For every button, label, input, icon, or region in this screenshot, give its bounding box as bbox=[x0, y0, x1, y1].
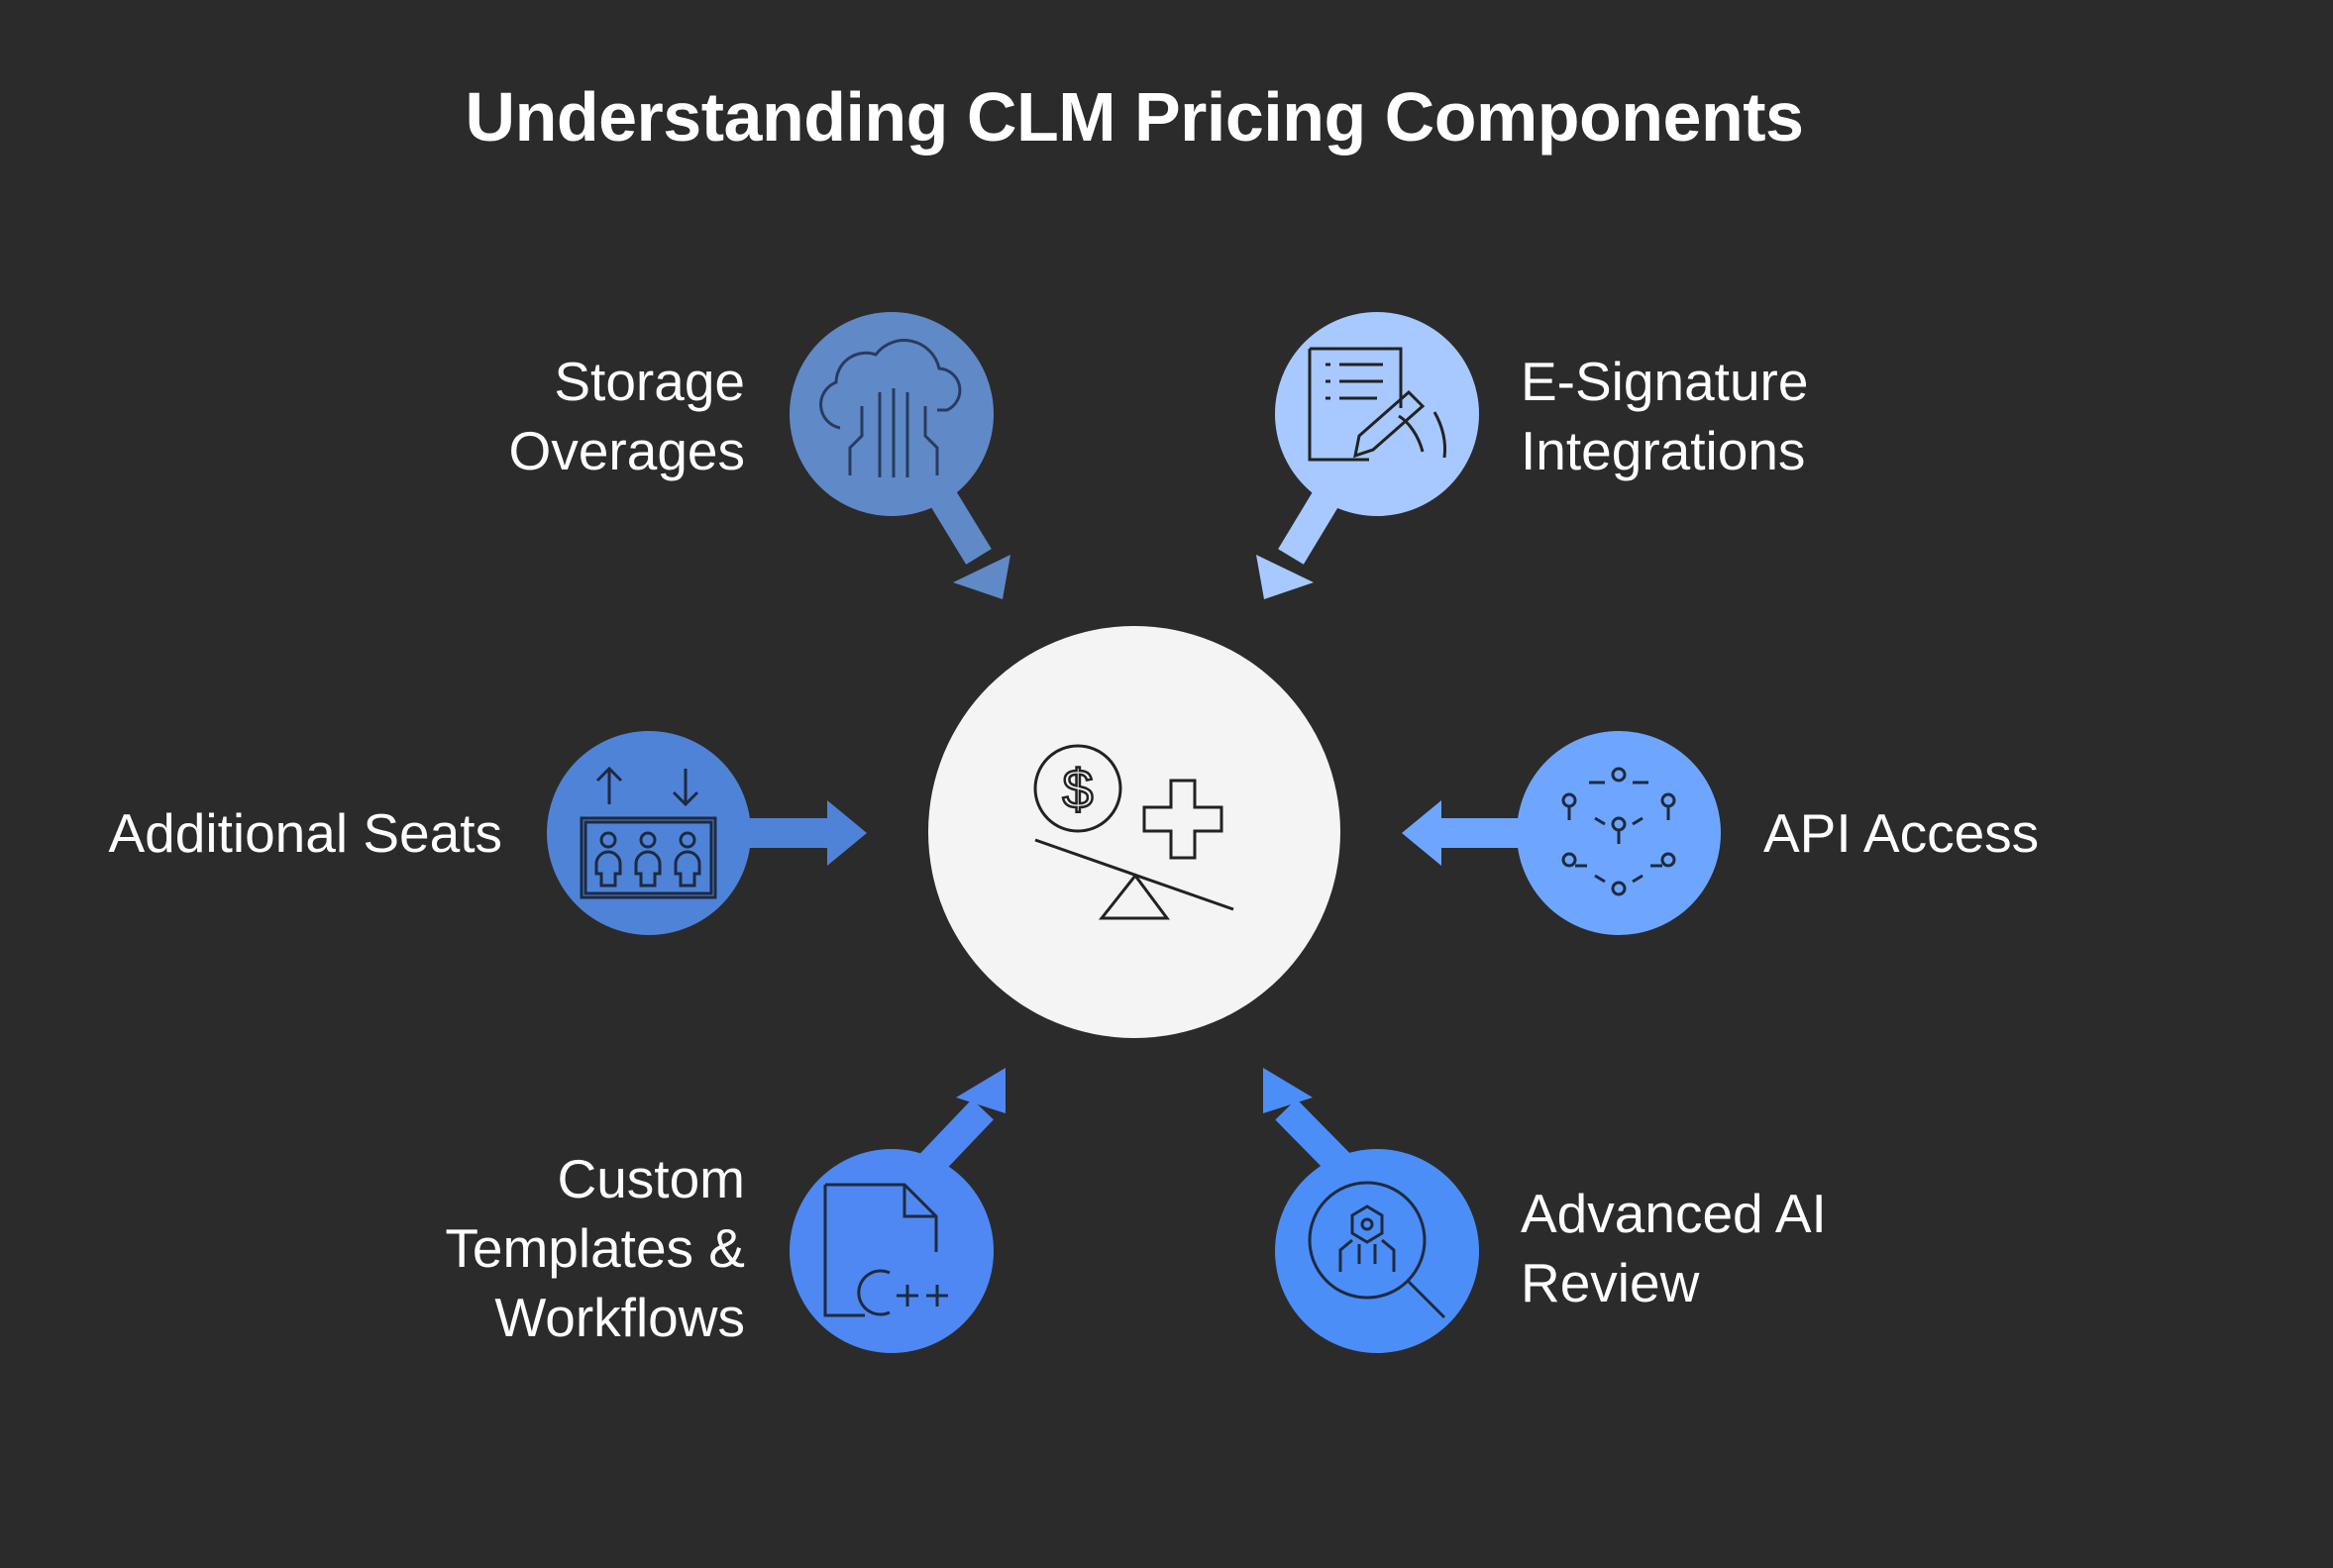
api-node bbox=[1517, 731, 1721, 935]
seats-label: Additional Seats bbox=[109, 798, 503, 868]
svg-text:$: $ bbox=[1062, 758, 1093, 820]
templates-label-line-2: Templates & bbox=[445, 1217, 745, 1279]
api-label-line-1: API Access bbox=[1763, 802, 2040, 864]
esignature-node bbox=[1275, 312, 1479, 516]
ai-review-node bbox=[1275, 1149, 1479, 1353]
api-network-icon bbox=[1561, 767, 1676, 896]
templates-node bbox=[790, 1149, 994, 1353]
templates-label-line-3: Workflows bbox=[494, 1287, 745, 1348]
storage-label-line-2: Overages bbox=[508, 420, 745, 481]
ai-search-icon bbox=[1308, 1181, 1446, 1319]
seats-node bbox=[547, 731, 751, 935]
arrow-ai-review bbox=[1263, 1068, 1358, 1183]
storage-label-line-1: Storage bbox=[554, 351, 745, 412]
code-document-icon bbox=[823, 1183, 948, 1317]
seats-label-line-1: Additional Seats bbox=[108, 802, 503, 864]
ai-review-label-line-2: Review bbox=[1521, 1252, 1700, 1313]
arrow-templates bbox=[912, 1068, 1006, 1183]
templates-label: Custom Templates & Workflows bbox=[445, 1144, 745, 1352]
balance-scale-dollar-plus-icon: $ bbox=[1033, 744, 1234, 920]
center-node: $ bbox=[928, 626, 1340, 1038]
esignature-label-line-1: E-Signature bbox=[1521, 351, 1809, 412]
document-signature-icon bbox=[1308, 347, 1446, 462]
storage-node bbox=[790, 312, 994, 516]
ai-review-label-line-1: Advanced AI bbox=[1521, 1183, 1827, 1244]
storage-label: Storage Overages bbox=[509, 347, 745, 485]
user-seats-icon bbox=[580, 766, 717, 899]
page-title: Understanding CLM Pricing Components bbox=[465, 78, 1804, 156]
api-label: API Access bbox=[1763, 798, 2039, 868]
cloud-storage-icon bbox=[819, 339, 962, 477]
ai-review-label: Advanced AI Review bbox=[1521, 1179, 1827, 1317]
esignature-label: E-Signature Integrations bbox=[1521, 347, 1808, 485]
templates-label-line-1: Custom bbox=[557, 1148, 746, 1209]
esignature-label-line-2: Integrations bbox=[1521, 420, 1806, 481]
